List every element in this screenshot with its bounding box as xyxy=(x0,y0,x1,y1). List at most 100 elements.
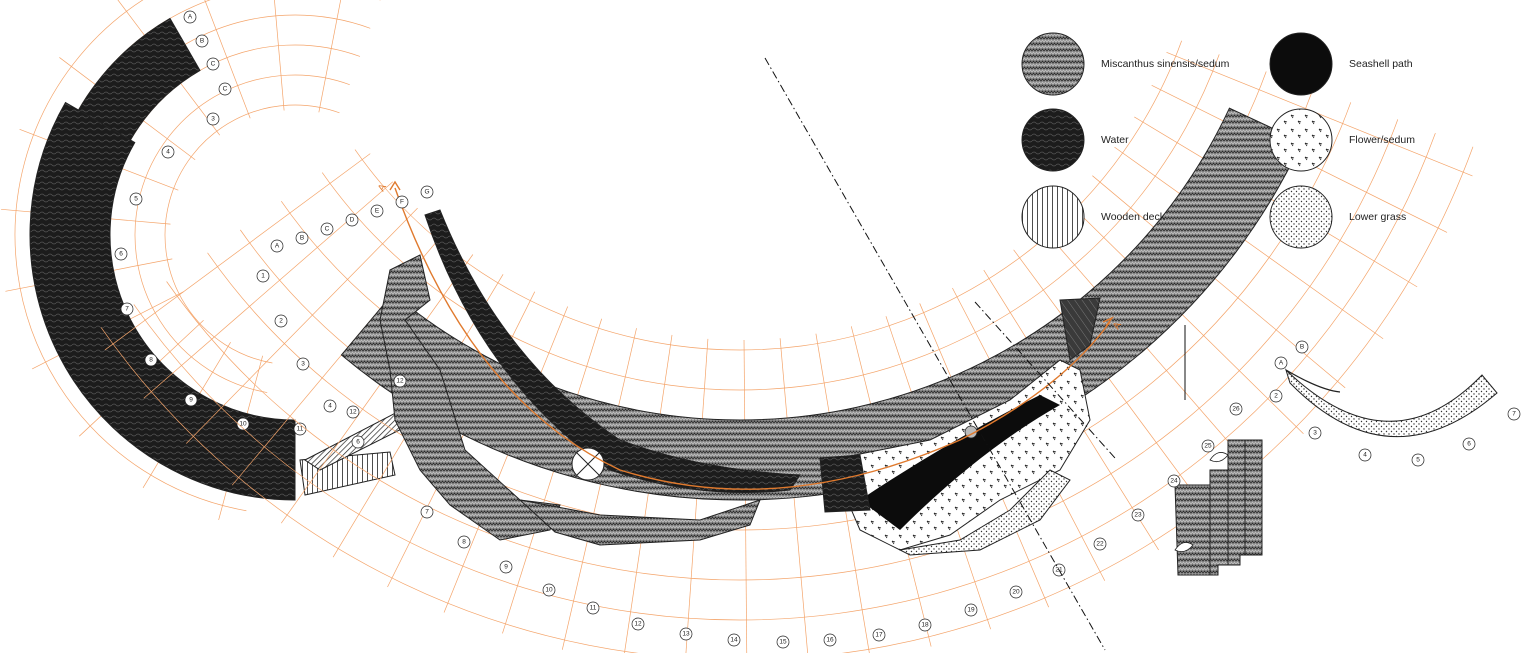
radial-marker: 23 xyxy=(1131,508,1145,522)
svg-text:18: 18 xyxy=(921,622,929,629)
svg-text:3: 3 xyxy=(1313,430,1317,437)
radial-marker: 6 xyxy=(114,247,128,261)
water-band-lower xyxy=(29,101,296,501)
grid-radial xyxy=(186,207,418,444)
radial-marker: 5 xyxy=(1411,453,1425,467)
radial-marker: 2 xyxy=(1269,389,1283,403)
radial-marker: 3 xyxy=(206,112,220,126)
lower-grass-east xyxy=(898,469,1071,556)
leaf-marker-top xyxy=(1209,452,1229,463)
radial-marker: 4 xyxy=(161,145,175,159)
svg-text:4: 4 xyxy=(166,149,170,156)
radial-marker: 6 xyxy=(351,435,365,449)
radial-marker: 3 xyxy=(296,357,310,371)
svg-text:4: 4 xyxy=(1363,452,1367,459)
svg-text:C: C xyxy=(325,226,330,233)
legend-item-flower: Flower/sedum xyxy=(1269,108,1415,172)
grid-ring xyxy=(134,74,350,393)
radial-marker: 6 xyxy=(1462,437,1476,451)
water-band-west xyxy=(29,17,296,501)
ring-marker: B xyxy=(1295,340,1309,354)
svg-text:25: 25 xyxy=(1204,443,1212,450)
ring-marker: B xyxy=(195,34,209,48)
svg-text:B: B xyxy=(300,235,304,242)
grid-radial xyxy=(1041,226,1259,477)
radial-marker: 9 xyxy=(184,393,198,407)
lower-grass-small-arc xyxy=(1284,368,1498,438)
ring-marker: C xyxy=(206,57,220,71)
svg-text:D: D xyxy=(350,217,355,224)
svg-text:17: 17 xyxy=(875,632,883,639)
svg-text:2: 2 xyxy=(1274,393,1278,400)
stepped-terrace-south xyxy=(518,499,761,546)
ring-marker: E xyxy=(370,204,384,218)
wooden-deck-east xyxy=(1059,297,1101,361)
legend-swatch xyxy=(1021,185,1085,249)
radial-marker: 17 xyxy=(872,628,886,642)
svg-text:E: E xyxy=(375,208,380,215)
legend-swatch xyxy=(1021,108,1085,172)
legend-swatch xyxy=(1269,32,1333,96)
svg-text:F: F xyxy=(400,199,404,206)
svg-text:4: 4 xyxy=(328,403,332,410)
legend-label: Flower/sedum xyxy=(1349,134,1415,146)
leaf-marker-bottom xyxy=(1174,542,1194,553)
svg-text:5: 5 xyxy=(1416,457,1420,464)
svg-text:7: 7 xyxy=(425,509,429,516)
stepped-block-seams xyxy=(1209,440,1246,575)
legend-swatch xyxy=(1269,108,1333,172)
grid-radial xyxy=(318,0,342,113)
grid-ring xyxy=(14,0,247,512)
section-label-start: A xyxy=(376,182,389,194)
grid-ring xyxy=(166,119,1399,581)
grid-radial xyxy=(685,338,709,653)
grid-radial xyxy=(104,153,371,351)
svg-text:A: A xyxy=(275,243,280,250)
ring-marker: A xyxy=(1274,356,1288,370)
svg-text:12: 12 xyxy=(396,378,404,385)
svg-text:16: 16 xyxy=(826,637,834,644)
svg-text:23: 23 xyxy=(1134,512,1142,519)
radial-marker: 8 xyxy=(457,535,471,549)
legend-item-grass: Lower grass xyxy=(1269,185,1406,249)
legend-item-seashell: Seashell path xyxy=(1269,32,1413,96)
svg-text:15: 15 xyxy=(779,639,787,646)
radial-marker: 10 xyxy=(542,583,556,597)
grid-radial xyxy=(561,328,637,650)
radial-marker: 18 xyxy=(918,618,932,632)
water-band-upper xyxy=(77,17,201,141)
seashell-path-east xyxy=(860,395,1060,530)
grid-radial xyxy=(1166,51,1473,177)
ring-marker: A xyxy=(183,10,197,24)
grid-radial xyxy=(274,0,285,111)
radial-marker: 4 xyxy=(1358,448,1372,462)
svg-text:11: 11 xyxy=(590,605,597,612)
legend-swatch xyxy=(1269,185,1333,249)
svg-text:6: 6 xyxy=(356,439,360,446)
radial-marker: 19 xyxy=(964,603,978,617)
grid-ring xyxy=(164,104,340,364)
radial-marker: 7 xyxy=(120,302,134,316)
radial-marker: 22 xyxy=(1093,537,1107,551)
svg-text:26: 26 xyxy=(1232,406,1240,413)
dash-dot-line-long xyxy=(764,57,1106,651)
legend-label: Wooden deck xyxy=(1101,211,1166,223)
dash-dot-line-short xyxy=(974,301,1116,459)
ring-marker: A xyxy=(270,239,284,253)
grid-ring xyxy=(207,102,1352,531)
legend-item-deck: Wooden deck xyxy=(1021,185,1166,249)
ring-marker: B xyxy=(295,231,309,245)
radial-marker: 10 xyxy=(236,417,250,431)
legend-swatch xyxy=(1021,32,1085,96)
radial-marker: 7 xyxy=(420,505,434,519)
legend-item-water: Water xyxy=(1021,108,1129,172)
ring-marker: F xyxy=(395,195,409,209)
marker-24: 24 xyxy=(1167,474,1181,488)
radial-marker: 16 xyxy=(823,633,837,647)
marker-25: 25 xyxy=(1201,439,1215,453)
radial-marker: 12 xyxy=(631,617,645,631)
